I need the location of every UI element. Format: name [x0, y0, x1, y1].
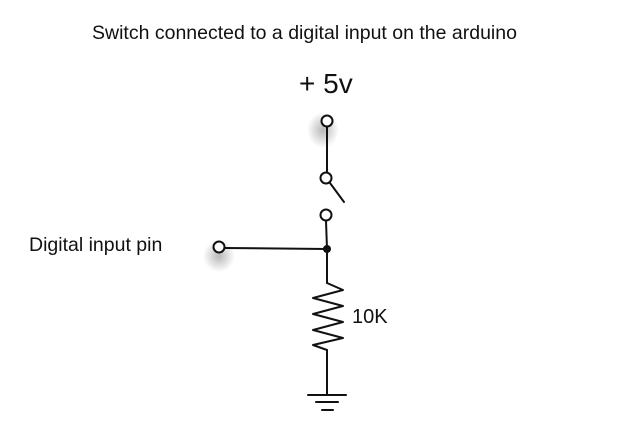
supply-terminal: [320, 114, 334, 128]
diagram-title: Switch connected to a digital input on t…: [92, 22, 517, 44]
digital-input-pin-label: Digital input pin: [29, 234, 163, 256]
ground-symbol: [307, 394, 347, 411]
resistor-value-label: 10K: [352, 306, 388, 328]
switch-contact-bottom: [319, 208, 333, 222]
wire-switch-to-junction: [325, 220, 328, 250]
resistor: [312, 282, 344, 351]
input-terminal: [212, 240, 226, 254]
wire-input-to-junction: [224, 247, 328, 250]
supply-voltage-label: + 5v: [299, 68, 353, 99]
switch-lever: [329, 182, 345, 203]
switch-contact-top: [319, 171, 333, 185]
